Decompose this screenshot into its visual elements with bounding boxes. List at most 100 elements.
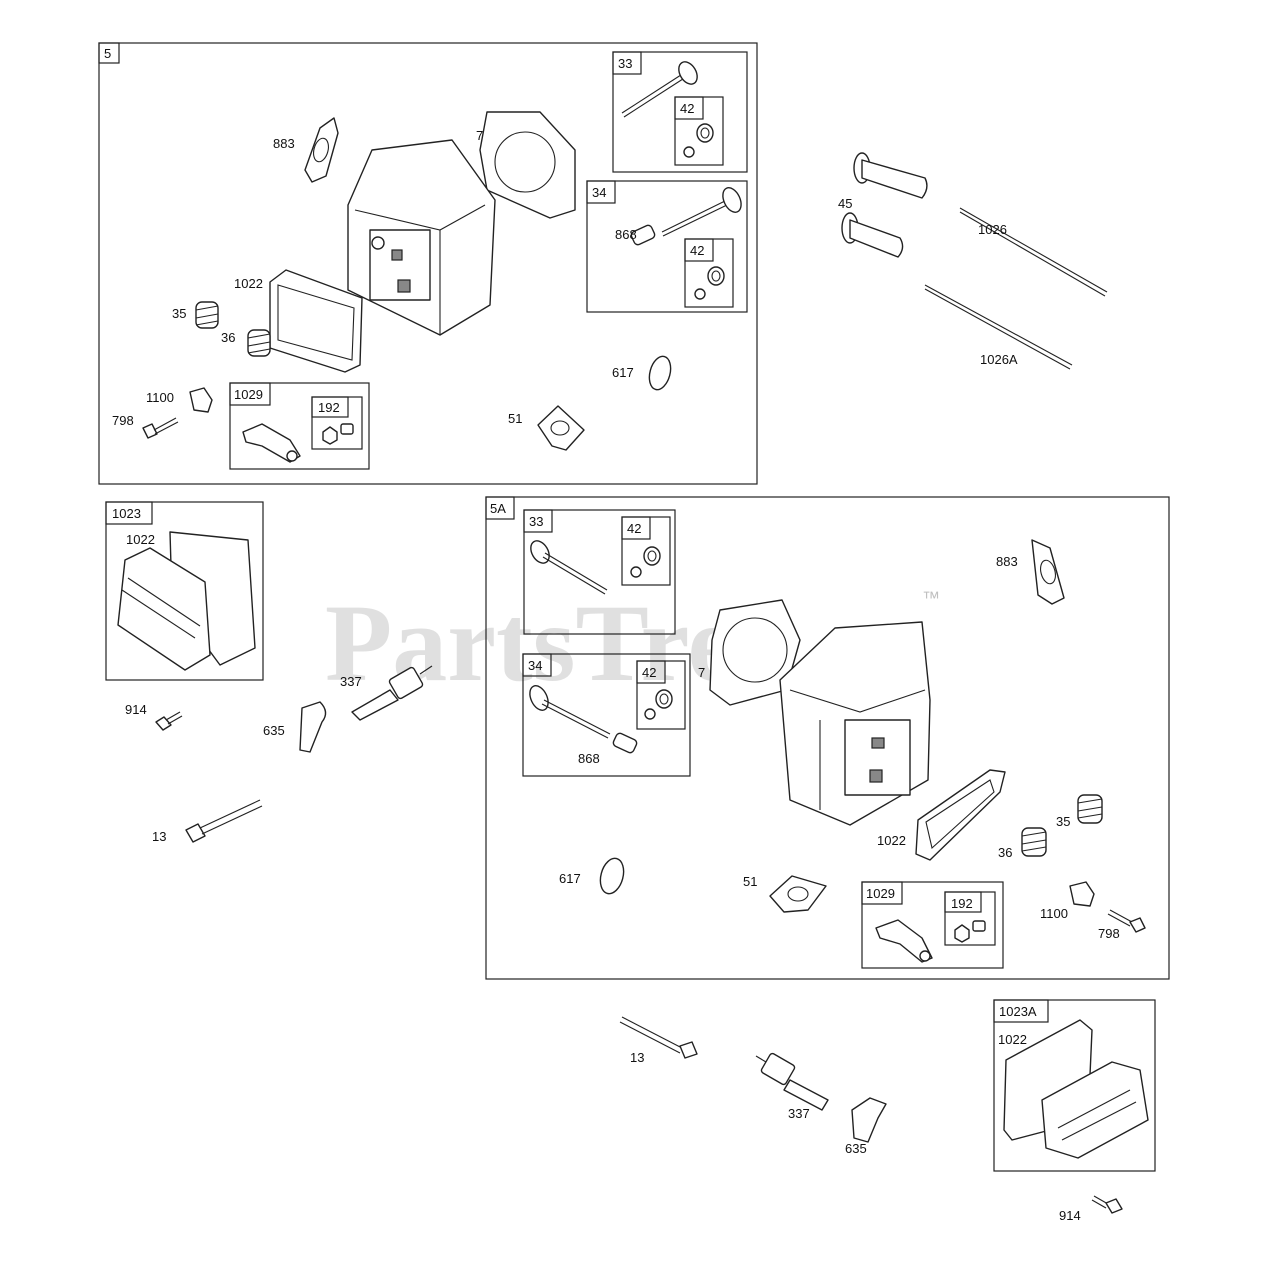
head-gasket-5A-7-icon bbox=[709, 599, 801, 706]
label-635-5A: 635 bbox=[845, 1141, 867, 1156]
valve-seal-42-icon bbox=[683, 123, 714, 158]
label-1022-1023A: 1022 bbox=[998, 1032, 1027, 1047]
label-883-5A: 883 bbox=[996, 554, 1018, 569]
spark-plug-337-icon bbox=[351, 665, 433, 721]
label-914: 914 bbox=[125, 702, 147, 717]
group-5A-192-label: 192 bbox=[951, 896, 973, 911]
head-gasket-7-icon bbox=[479, 111, 576, 219]
group-5-42-label: 42 bbox=[680, 101, 694, 116]
screw-5A-914-icon bbox=[1091, 1195, 1123, 1214]
group-5-192-label: 192 bbox=[318, 400, 340, 415]
clip-1100-icon bbox=[189, 387, 213, 413]
cover-gasket-5A-1022-icon bbox=[915, 769, 1006, 861]
valve-spring-35-icon bbox=[195, 301, 219, 329]
exhaust-gasket-5A-883-icon bbox=[1031, 539, 1065, 605]
spark-plug-boot-5A-635-icon bbox=[851, 1097, 887, 1143]
valve-seal-5A-42-icon bbox=[630, 546, 661, 578]
valve-seal-5A-42b-icon bbox=[644, 689, 673, 720]
group-1023: 1023 1022 bbox=[105, 501, 264, 681]
valve-34-icon bbox=[630, 187, 742, 246]
valve-seal-42b-icon bbox=[694, 266, 725, 300]
group-5A-42-label: 42 bbox=[627, 521, 641, 536]
valve-5A-33-icon bbox=[530, 540, 608, 595]
label-45: 45 bbox=[838, 196, 852, 211]
label-7-5A: 7 bbox=[698, 665, 705, 680]
label-13: 13 bbox=[152, 829, 166, 844]
head-bolt-5A-13-icon bbox=[619, 1016, 698, 1059]
group-5-34-42-label: 42 bbox=[690, 243, 704, 258]
group-5A-34-label: 34 bbox=[528, 658, 542, 673]
intake-gasket-5A-51-icon bbox=[769, 875, 827, 913]
label-51-5A: 51 bbox=[743, 874, 757, 889]
push-rod-1026A-icon bbox=[924, 284, 1073, 370]
group-1023A: 1023A 1022 bbox=[993, 999, 1156, 1172]
label-7: 7 bbox=[476, 128, 483, 143]
group-5-33-label: 33 bbox=[618, 56, 632, 71]
group-1023A-label: 1023A bbox=[999, 1004, 1037, 1019]
label-635: 635 bbox=[263, 723, 285, 738]
valve-cover-ohv-icon bbox=[117, 547, 211, 671]
label-13-5A: 13 bbox=[630, 1050, 644, 1065]
label-35: 35 bbox=[172, 306, 186, 321]
cylinder-head-icon bbox=[347, 139, 496, 336]
group-5A-label: 5A bbox=[490, 501, 506, 516]
group-5-label: 5 bbox=[104, 46, 111, 61]
exhaust-gasket-883-icon bbox=[304, 117, 339, 183]
label-617: 617 bbox=[612, 365, 634, 380]
group-5A: 5A 33 42 34 42 bbox=[485, 496, 1170, 980]
cylinder-head-5A-icon bbox=[779, 621, 931, 826]
valve-spring-5A-36-icon bbox=[1021, 827, 1047, 857]
spark-plug-5A-337-icon bbox=[755, 1052, 829, 1111]
o-ring-617-icon bbox=[648, 355, 672, 391]
nut-5A-192-icon bbox=[954, 920, 986, 943]
label-1022: 1022 bbox=[234, 276, 263, 291]
label-1026A: 1026A bbox=[980, 352, 1018, 367]
head-bolt-13-icon bbox=[185, 799, 263, 843]
valve-5A-34-icon bbox=[529, 685, 638, 754]
label-868: 868 bbox=[615, 227, 637, 242]
label-868-5A: 868 bbox=[578, 751, 600, 766]
screw-914-icon bbox=[155, 711, 183, 731]
group-5A-34-42-label: 42 bbox=[642, 665, 656, 680]
label-798-5A: 798 bbox=[1098, 926, 1120, 941]
valve-33-icon bbox=[621, 61, 698, 118]
group-1023-label: 1023 bbox=[112, 506, 141, 521]
label-1022-5A: 1022 bbox=[877, 833, 906, 848]
group-5A-1029-label: 1029 bbox=[866, 886, 895, 901]
label-36: 36 bbox=[221, 330, 235, 345]
label-35-5A: 35 bbox=[1056, 814, 1070, 829]
watermark-trademark: ™ bbox=[922, 588, 940, 608]
group-5-34-label: 34 bbox=[592, 185, 606, 200]
valve-cover-ohv-1023A-icon bbox=[1041, 1061, 1149, 1159]
label-883: 883 bbox=[273, 136, 295, 151]
valve-spring-36-icon bbox=[247, 329, 271, 357]
nut-192-icon bbox=[322, 423, 354, 445]
spark-plug-boot-635-icon bbox=[299, 701, 327, 753]
rocker-arm-5A-icon bbox=[875, 919, 933, 963]
label-1100: 1100 bbox=[146, 390, 174, 405]
bolt-798-icon bbox=[142, 417, 179, 439]
label-1026: 1026 bbox=[978, 222, 1007, 237]
label-798: 798 bbox=[112, 413, 134, 428]
label-914-5A: 914 bbox=[1059, 1208, 1081, 1223]
o-ring-5A-617-icon bbox=[599, 857, 625, 895]
label-51: 51 bbox=[508, 411, 522, 426]
group-5: 5 33 42 34 42 bbox=[98, 42, 758, 485]
label-337-5A: 337 bbox=[788, 1106, 810, 1121]
group-5A-33-label: 33 bbox=[529, 514, 543, 529]
clip-5A-1100-icon bbox=[1069, 881, 1095, 907]
rocker-arm-icon bbox=[242, 423, 301, 463]
push-rod-1026-icon bbox=[959, 207, 1108, 297]
label-1022-cover: 1022 bbox=[126, 532, 155, 547]
bolt-5A-798-icon bbox=[1107, 909, 1146, 933]
label-337: 337 bbox=[340, 674, 362, 689]
valve-spring-5A-35-icon bbox=[1077, 794, 1103, 824]
lifter-45-icon bbox=[853, 152, 928, 199]
label-617-5A: 617 bbox=[559, 871, 581, 886]
intake-gasket-51-icon bbox=[537, 405, 585, 451]
label-36-5A: 36 bbox=[998, 845, 1012, 860]
group-5-1029-label: 1029 bbox=[234, 387, 263, 402]
label-1100-5A: 1100 bbox=[1040, 906, 1068, 921]
lifter-45b-icon bbox=[841, 212, 904, 258]
